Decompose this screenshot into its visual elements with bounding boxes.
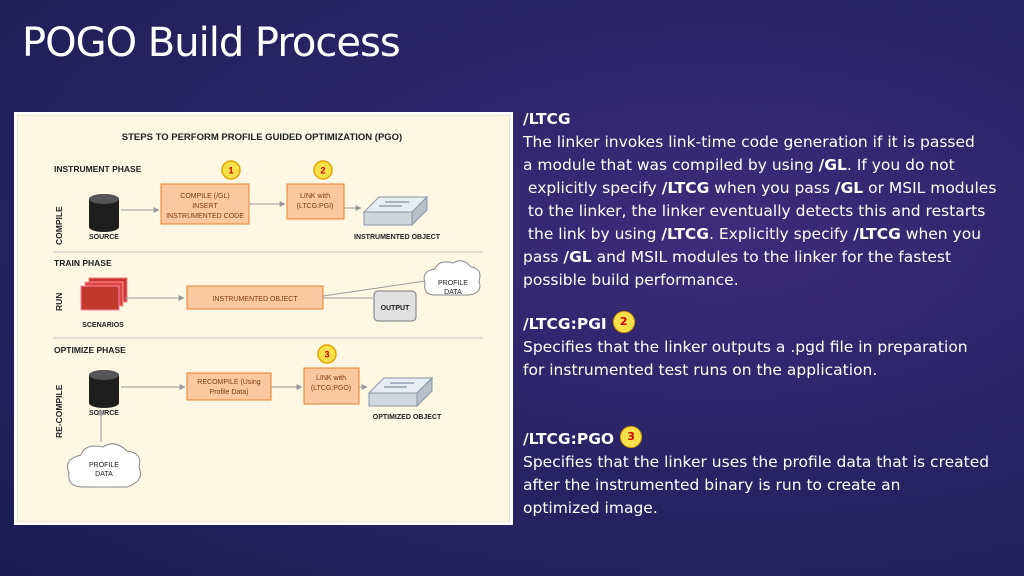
ltcg-text: explicitly specify [523,179,662,197]
pgi-heading-row: /LTCG:PGI 2 [523,310,1013,336]
cloud-icon [423,260,481,296]
instrumented-object-box-label: INSTRUMENTED OBJECT [212,296,298,303]
ltcg-text: when you pass [709,179,835,197]
ltcg-text: The linker invokes link-time code genera… [523,133,975,151]
output-box [373,290,417,322]
compile-box-line3: INSTRUMENTED CODE [166,213,244,220]
svg-text:2: 2 [320,166,325,176]
pgi-line: for instrumented test runs on the applic… [523,361,878,379]
ltcg-text: a module that was compiled by using [523,156,819,174]
step-badge-2: 2 [313,160,333,180]
compile-box [160,183,250,225]
pgi-badge: 2 [612,310,635,333]
step-badge-3: 3 [317,344,337,364]
ltcg-text: the link by using [523,225,662,243]
recompile-line1: RECOMPILE (Using [197,379,261,386]
compile-box-line1: COMPILE (/GL) [180,193,229,200]
pgo-diagram: STEPS TO PERFORM PROFILE GUIDED OPTIMIZA… [14,112,513,525]
link-pgi-line2: (LTCG:PGI) [297,203,334,210]
profile-data-line2: DATA [444,289,462,296]
optimized-object-label: OPTIMIZED OBJECT [373,414,442,421]
ltcg-bold-term: /LTCG [661,225,710,243]
ltcg-text: pass [523,248,564,266]
diagram-heading: STEPS TO PERFORM PROFILE GUIDED OPTIMIZA… [122,132,402,143]
cloud-icon [67,443,141,488]
link-pgo-box [303,367,360,405]
switch-icon [367,376,434,408]
ltcg-text: and MSIL modules to the linker for the f… [591,248,952,266]
pgi-line: Specifies that the linker outputs a .pgd… [523,338,968,356]
pgo-heading: /LTCG:PGO [523,430,615,448]
link-pgo-line2: (LTCG:PGO) [311,385,351,392]
pgi-section: /LTCG:PGI 2 Specifies that the linker ou… [523,310,1013,382]
profile-data-line1: PROFILE [438,280,468,287]
profile-data2-line2: DATA [95,471,113,478]
ltcg-line: the link by using /LTCG. Explicitly spec… [523,223,1013,246]
profile-data2-line1: PROFILE [89,462,119,469]
ltcg-bold-term: /GL [563,248,592,266]
ltcg-body: The linker invokes link-time code genera… [523,131,1013,292]
ltcg-heading: /LTCG [523,110,571,128]
pgo-line: Specifies that the linker uses the profi… [523,453,990,471]
pgo-heading-row: /LTCG:PGO 3 [523,425,1013,451]
train-phase-label: TRAIN PHASE [54,258,112,268]
source-label: SOURCE [89,234,119,241]
recompile-line2: Profile Data) [210,389,249,396]
link-pgo-line1: LINK with [316,375,346,382]
ltcg-line: possible build performance. [523,269,1013,292]
scenarios-icon [80,277,128,311]
compile-box-line2: INSERT [192,203,218,210]
pgo-line: optimized image. [523,499,658,517]
ltcg-line: to the linker, the linker eventually det… [523,200,1013,223]
side-label-recompile: RE-COMPILE [54,384,64,438]
svg-text:3: 3 [324,350,329,360]
source2-label: SOURCE [89,410,119,417]
side-label-run: RUN [54,293,64,311]
ltcg-bold-term: /GL [818,156,847,174]
ltcg-text: when you [900,225,982,243]
scenarios-label: SCENARIOS [82,322,124,329]
database-icon [89,370,119,408]
ltcg-line: a module that was compiled by using /GL.… [523,154,1013,177]
instrument-phase-label: INSTRUMENT PHASE [54,164,142,174]
svg-text:1: 1 [228,166,233,176]
ltcg-text: . Explicitly specify [709,225,854,243]
database-icon [89,194,119,232]
ltcg-line: explicitly specify /LTCG when you pass /… [523,177,1013,200]
side-label-compile: COMPILE [54,206,64,245]
output-label: OUTPUT [381,305,411,312]
recompile-box [186,372,272,401]
ltcg-bold-term: /LTCG [853,225,901,243]
instrumented-object-label: INSTRUMENTED OBJECT [354,234,441,241]
ltcg-text: possible build performance. [523,271,739,289]
step-badge-1: 1 [221,160,241,180]
ltcg-line: The linker invokes link-time code genera… [523,131,1013,154]
optimize-phase-label: OPTIMIZE PHASE [54,345,126,355]
pgi-heading: /LTCG:PGI [523,315,607,333]
ltcg-bold-term: /LTCG [661,179,710,197]
link-pgi-line1: LINK with [300,193,330,200]
switch-icon [362,195,429,227]
pgo-badge: 3 [620,425,643,448]
ltcg-section: /LTCG The linker invokes link-time code … [523,108,1013,292]
pgo-line: after the instrumented binary is run to … [523,476,901,494]
ltcg-bold-term: /GL [834,179,864,197]
pgo-section: /LTCG:PGO 3 Specifies that the linker us… [523,425,1013,520]
page-title: POGO Build Process [22,20,401,66]
ltcg-text: . If you do not [846,156,955,174]
ltcg-text: or MSIL modules [863,179,997,197]
ltcg-line: pass /GL and MSIL modules to the linker … [523,246,1013,269]
ltcg-text: to the linker, the linker eventually det… [523,202,986,220]
link-pgi-box [286,183,345,220]
